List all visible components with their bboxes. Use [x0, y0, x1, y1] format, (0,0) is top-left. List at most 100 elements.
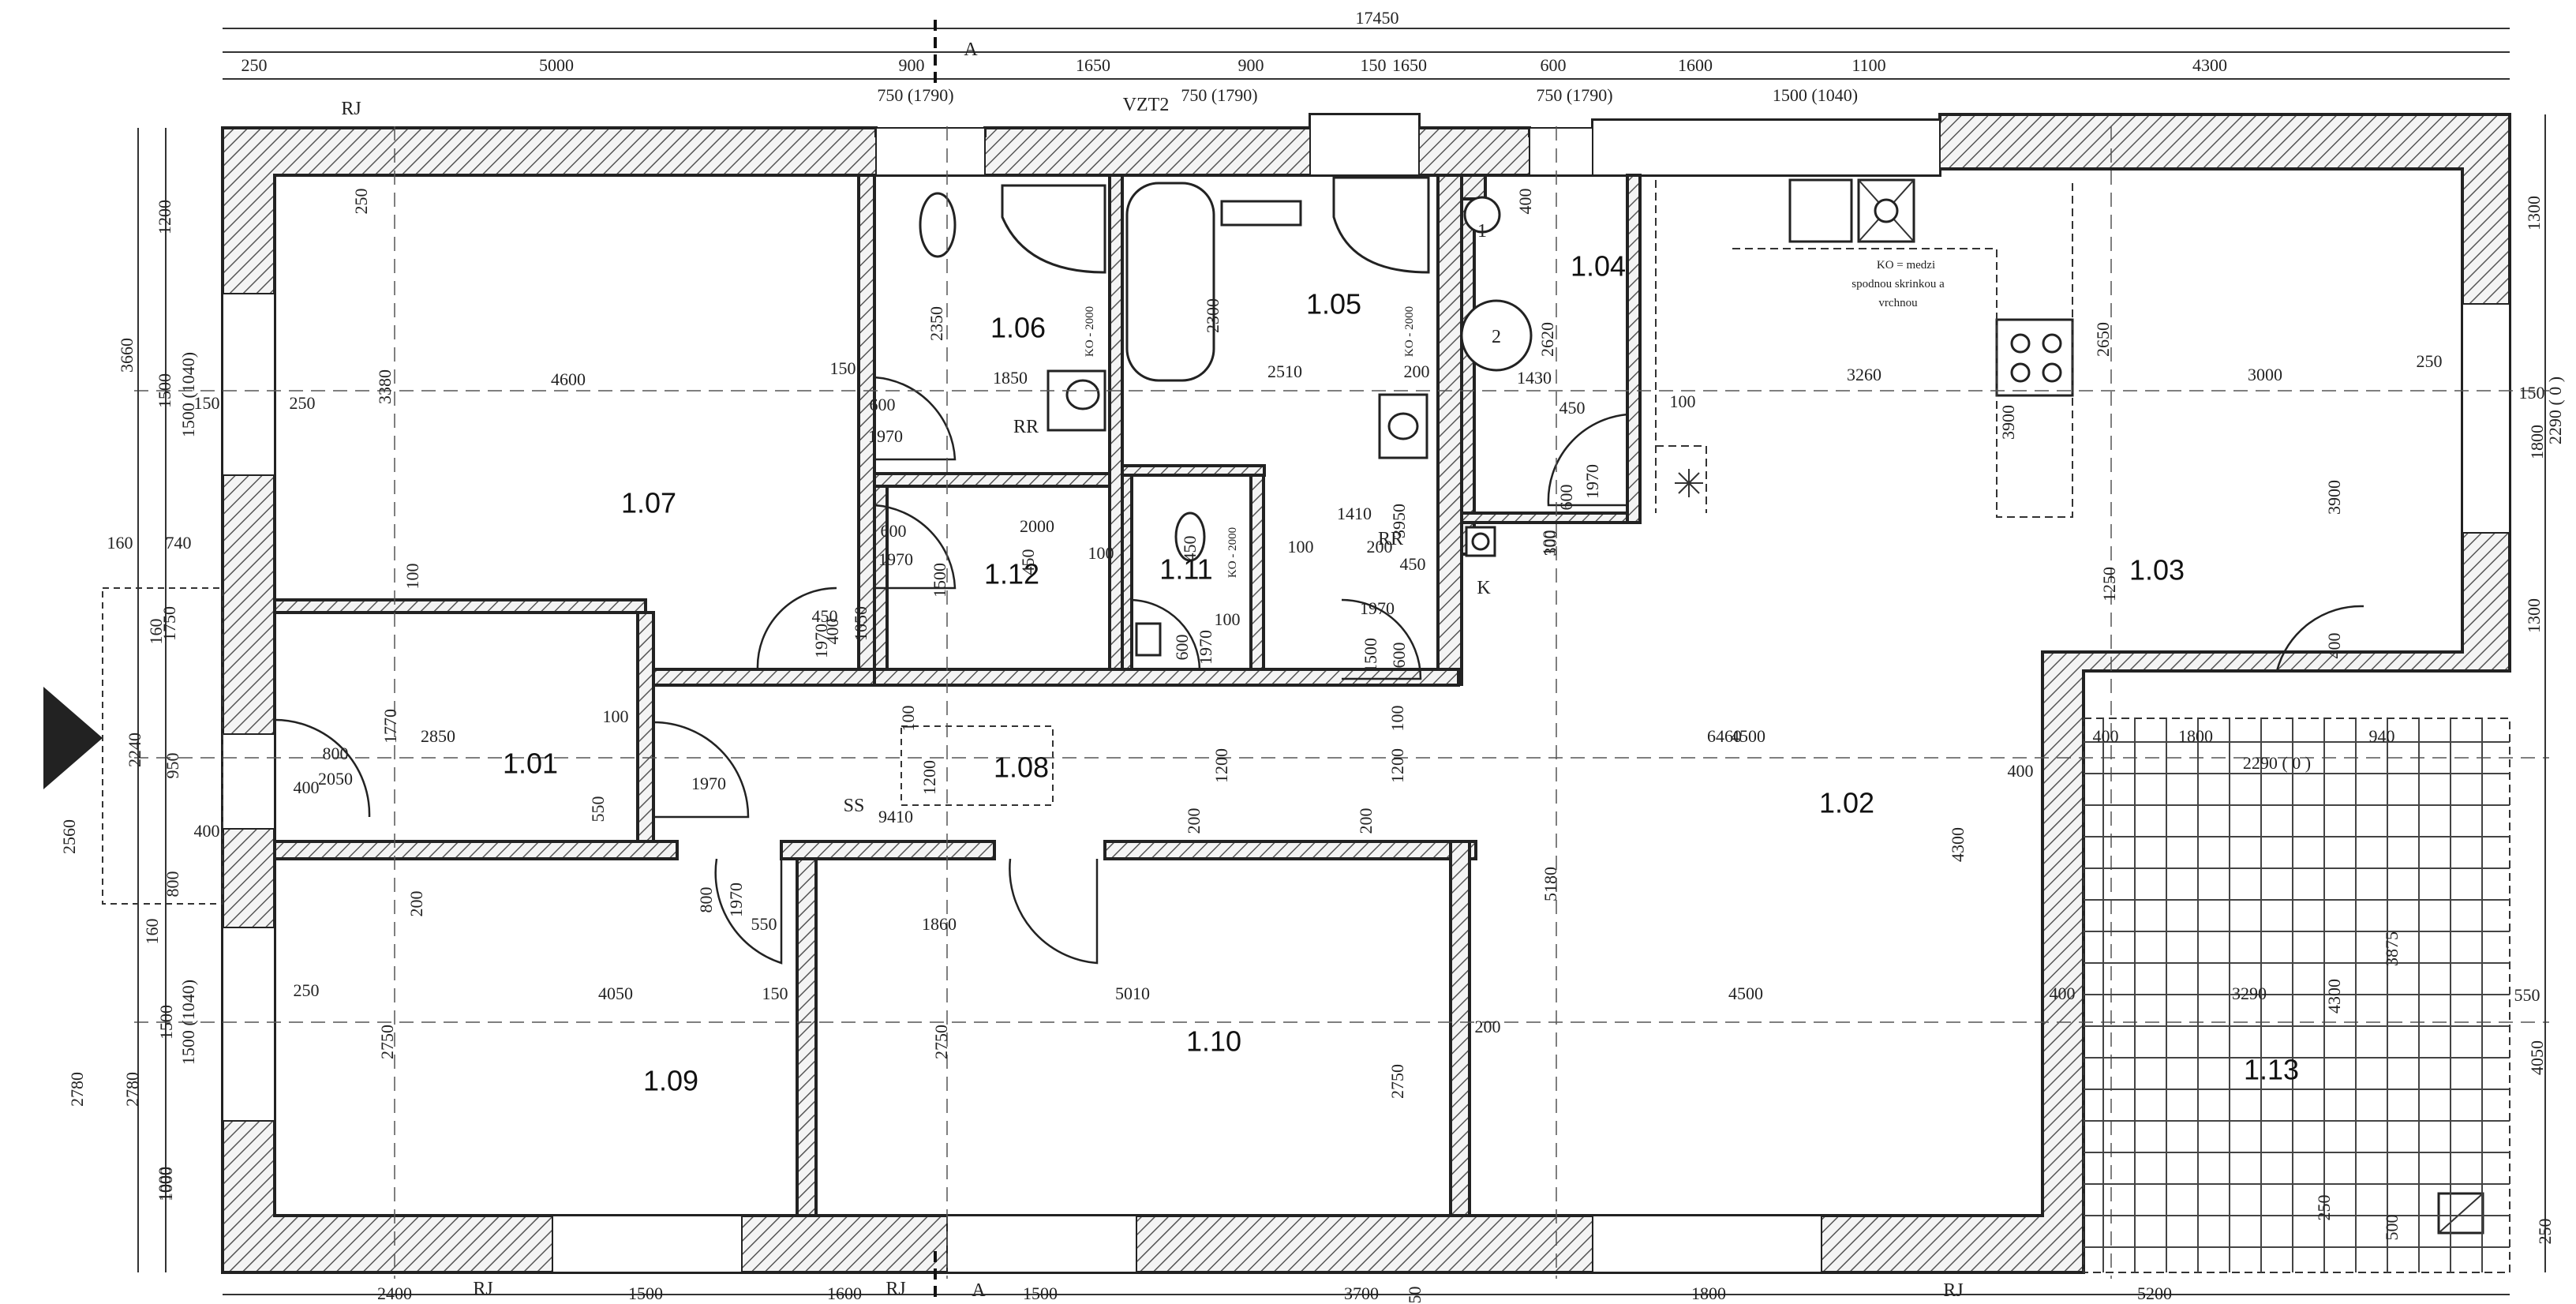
dim-left-14: 160 [142, 919, 162, 945]
dim-interior-43: 800 [323, 744, 349, 763]
terrace [2083, 718, 2510, 1273]
dim-interior-38: 600 [1556, 485, 1576, 511]
dim-interior-29: 100 [1088, 543, 1114, 563]
dim-left-2: 1500 [155, 373, 174, 408]
dim-left-9: 2240 [125, 733, 144, 767]
section-mark-top: A [964, 39, 978, 60]
dim-left-4: 150 [194, 393, 220, 413]
dim-interior-16: 450 [1559, 398, 1586, 418]
dim-left-1: 1200 [155, 200, 174, 234]
dim-interior-91: 1970 [1360, 598, 1395, 618]
dim-interior-70: 1970 [726, 882, 746, 917]
dim-interior-32: 1410 [1337, 504, 1372, 523]
dim-right-6: 4050 [2527, 1040, 2547, 1075]
ss-mark: SS [844, 796, 865, 816]
ko-mark-3: KO - 2000 [1226, 527, 1239, 578]
dim-interior-88: 450 [1180, 536, 1200, 562]
dim-top-7: 600 [1541, 55, 1567, 75]
room-1-01: 1.01 [503, 748, 558, 780]
windows [222, 114, 2510, 1273]
dim-interior-41: 2850 [421, 726, 455, 746]
dim-left-15: 1500 [156, 1005, 176, 1040]
dim-interior-27: 450 [1018, 549, 1038, 575]
dim-interior-18: 3260 [1847, 365, 1881, 384]
dim-interior-74: 2750 [1387, 1064, 1407, 1099]
dim-right-1: 150 [2519, 383, 2545, 403]
dim-bottom-6: 1800 [1691, 1283, 1726, 1303]
dim-bottom-1: 1500 [628, 1283, 663, 1303]
dim-interior-77: 4500 [1728, 984, 1763, 1003]
dim-interior-80: 3290 [2232, 984, 2267, 1003]
dim-interior-10: 2300 [1203, 298, 1222, 333]
dim-interior-65: 150 [762, 984, 788, 1003]
fixtures [900, 176, 2484, 1235]
dim-top-8: 1600 [1678, 55, 1713, 75]
dim-interior-2: 4600 [551, 369, 586, 389]
dim-interior-0: 250 [351, 189, 371, 215]
room-1-13: 1.13 [2244, 1054, 2299, 1086]
dim-top-sub-2: 750 (1790) [1536, 85, 1612, 105]
dim-interior-19: 3000 [2248, 365, 2282, 384]
dim-bottom-4: 3700 [1344, 1283, 1379, 1303]
dim-interior-67: 2750 [377, 1025, 397, 1059]
dim-left-11: 2560 [59, 819, 79, 854]
section-mark-bottom: A [972, 1280, 986, 1301]
dim-interior-78: 4300 [1948, 827, 1968, 862]
ko-note-line-3: vrchnou [1878, 297, 1918, 309]
dim-interior-79: 400 [2050, 984, 2076, 1003]
dim-left-5: 160 [107, 533, 133, 553]
dim-interior-72: 5010 [1115, 984, 1150, 1003]
dim-top-1: 5000 [539, 55, 574, 75]
room-1-10: 1.10 [1186, 1025, 1241, 1058]
dim-interior-52: 1200 [1387, 748, 1407, 783]
dim-right-4: 1300 [2524, 598, 2544, 633]
dim-bottom-0: 2400 [377, 1283, 412, 1303]
dim-interior-42: 100 [603, 706, 629, 726]
dim-interior-82: 3875 [2382, 931, 2402, 966]
annotations: A A RJ RJ RJ RJ VZT2 RR RR SS K KO - 200… [341, 39, 1963, 1301]
room-1-03: 1.03 [2129, 554, 2185, 586]
dim-interior-63: 200 [406, 891, 426, 917]
dim-interior-1: 3380 [375, 369, 395, 404]
dim-top-9: 1100 [1852, 55, 1885, 75]
room-labels: 1.07 1.06 1.05 1.04 1.03 1.12 1.11 1.01 … [503, 250, 2299, 1097]
dim-interior-90: 600 [1389, 643, 1409, 669]
dim-interior-11: 2510 [1267, 362, 1302, 381]
k-mark: K [1477, 578, 1491, 598]
dim-interior-33: 100 [1288, 537, 1314, 556]
rr-mark-1: RR [1013, 417, 1039, 437]
dim-right-7: 250 [2535, 1219, 2555, 1245]
room-1-11: 1.11 [1159, 553, 1212, 586]
dim-interior-56: 200 [1356, 808, 1376, 834]
dim-right-3: 2290 ( 0 ) [2545, 377, 2565, 444]
dim-interior-54: 9410 [878, 807, 913, 826]
dim-interior-25: 600 [881, 521, 907, 541]
interior-walls [273, 174, 1642, 1217]
room-1-02: 1.02 [1819, 787, 1874, 819]
dim-interior-48: 6460 [1707, 726, 1742, 746]
dim-interior-21: 2650 [2093, 322, 2113, 357]
room-1-09: 1.09 [643, 1065, 698, 1097]
dim-interior-8: 2350 [927, 306, 946, 341]
dim-interior-22: 3900 [1998, 405, 2018, 440]
dim-interior-20: 250 [2417, 351, 2443, 371]
dim-left-12: 400 [194, 821, 220, 841]
dim-interior-4: 250 [290, 393, 316, 413]
dim-left-13: 800 [163, 871, 182, 897]
dim-interior-45: 400 [294, 778, 320, 797]
dim-interior-71: 1860 [922, 914, 957, 934]
wc-number-2: 2 [1492, 327, 1501, 347]
dim-interior-66: 250 [294, 980, 320, 1000]
dim-interior-76: 5180 [1541, 867, 1560, 901]
dim-right-5: 550 [2514, 985, 2540, 1005]
dim-interior-50: 100 [898, 706, 918, 732]
doors [274, 376, 2364, 965]
dim-interior-39: 1970 [1582, 464, 1602, 499]
dim-interior-87: 100 [1215, 609, 1241, 629]
dim-interior-6: 600 [870, 395, 896, 414]
